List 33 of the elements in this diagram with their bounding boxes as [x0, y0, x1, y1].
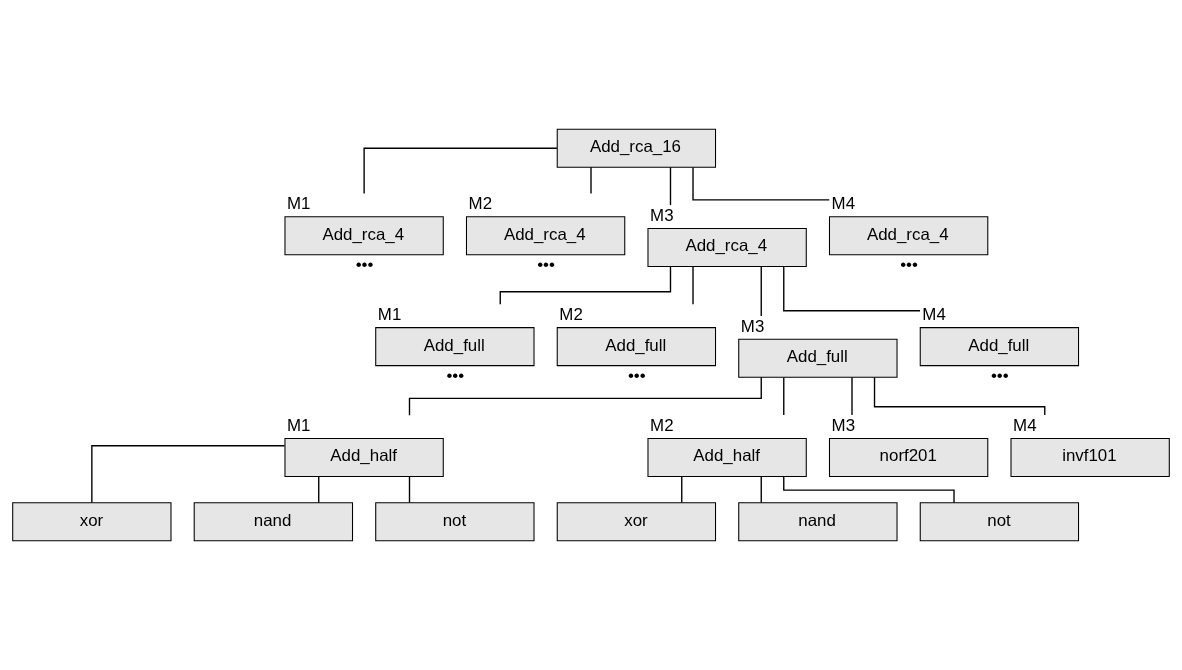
node-label: M3: [831, 415, 856, 435]
node-label: •••: [446, 366, 465, 386]
node-label: M3: [740, 316, 765, 336]
node-label: M4: [922, 305, 946, 325]
connector: [669, 166, 672, 206]
node-label: M2: [650, 415, 674, 435]
node-label: M1: [287, 415, 311, 435]
node-label: •••: [990, 366, 1009, 386]
node-label: •••: [627, 366, 646, 386]
connector: [408, 476, 411, 504]
connector: [318, 476, 320, 504]
connector: [91, 445, 286, 504]
node-label: M1: [377, 305, 402, 325]
connector: [692, 266, 694, 305]
node-label: M1: [287, 194, 311, 214]
connector: [783, 376, 785, 416]
node-label: M2: [468, 194, 493, 214]
connector: [760, 476, 762, 504]
connector: [851, 376, 853, 416]
connector: [760, 266, 762, 317]
node-label: M2: [559, 305, 583, 325]
node-label: M4: [831, 194, 856, 214]
node-label: M4: [1013, 415, 1037, 435]
connector: [590, 166, 592, 195]
node-label: •••: [537, 255, 555, 275]
connector: [363, 147, 558, 195]
node-label: M3: [650, 205, 674, 225]
node-label: •••: [355, 255, 374, 275]
connector: [783, 475, 955, 504]
connector: [692, 166, 830, 201]
connector: [783, 266, 921, 312]
connector: [681, 476, 683, 504]
node-label: •••: [900, 255, 918, 275]
